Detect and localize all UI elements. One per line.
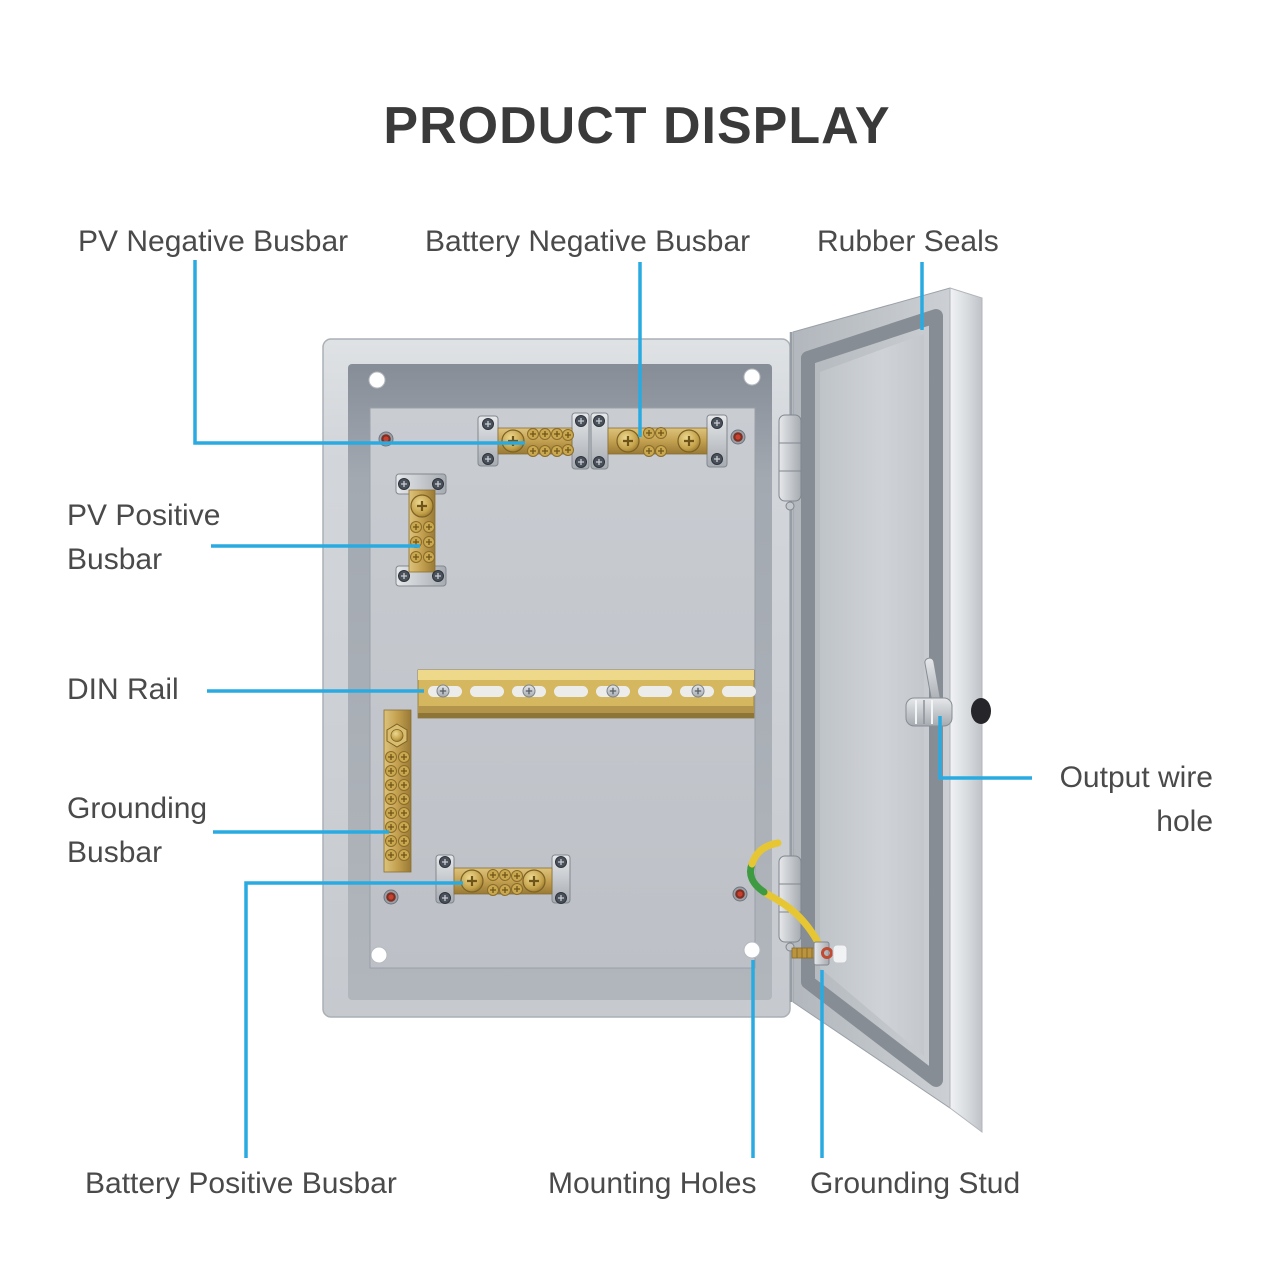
label-grounding-stud: Grounding Stud	[810, 1167, 1021, 1200]
door	[778, 287, 991, 1133]
latch-cylinder	[905, 697, 953, 727]
page-title: PRODUCT DISPLAY	[383, 97, 891, 155]
label-pv-positive-busbar: PV Positive Busbar	[67, 499, 221, 576]
label-output-wire-hole: Output wire hole	[1059, 761, 1213, 838]
mounting-hole-top-right	[743, 368, 761, 386]
door-edge-band	[949, 287, 983, 1133]
leader-output-wire-hole	[938, 716, 1032, 780]
label-rubber-seals: Rubber Seals	[817, 225, 999, 258]
label-mounting-holes: Mounting Holes	[548, 1167, 757, 1200]
door-recessed-panel	[820, 334, 924, 1056]
mounting-hole-bottom-left	[370, 946, 388, 964]
door-hinge-bottom	[778, 855, 802, 952]
label-din-rail: DIN Rail	[67, 673, 179, 706]
leader-battery-positive	[244, 881, 463, 1158]
pv-positive-busbar	[395, 473, 447, 587]
label-battery-negative-busbar: Battery Negative Busbar	[425, 225, 751, 258]
door-hinge-top	[778, 414, 802, 511]
battery-negative-busbar	[590, 412, 728, 470]
din-rail	[417, 669, 756, 719]
mounting-holes-group	[368, 368, 761, 964]
grounding-busbar	[383, 709, 412, 873]
label-battery-positive-busbar: Battery Positive Busbar	[85, 1167, 397, 1200]
rubber-seal	[801, 309, 943, 1087]
battery-positive-busbar	[435, 854, 571, 905]
leader-pv-negative	[193, 260, 525, 445]
grounding-wire	[747, 839, 824, 950]
label-pv-negative-busbar: PV Negative Busbar	[78, 225, 349, 258]
pv-negative-busbar	[477, 412, 590, 470]
mounting-hole-bottom-right	[743, 941, 761, 959]
leader-lines	[193, 260, 1032, 1158]
mounting-hole-top-left	[368, 371, 386, 389]
output-wire-hole-knob	[971, 698, 991, 724]
label-grounding-busbar: Grounding Busbar	[67, 792, 208, 869]
grounding-stud	[791, 941, 848, 966]
